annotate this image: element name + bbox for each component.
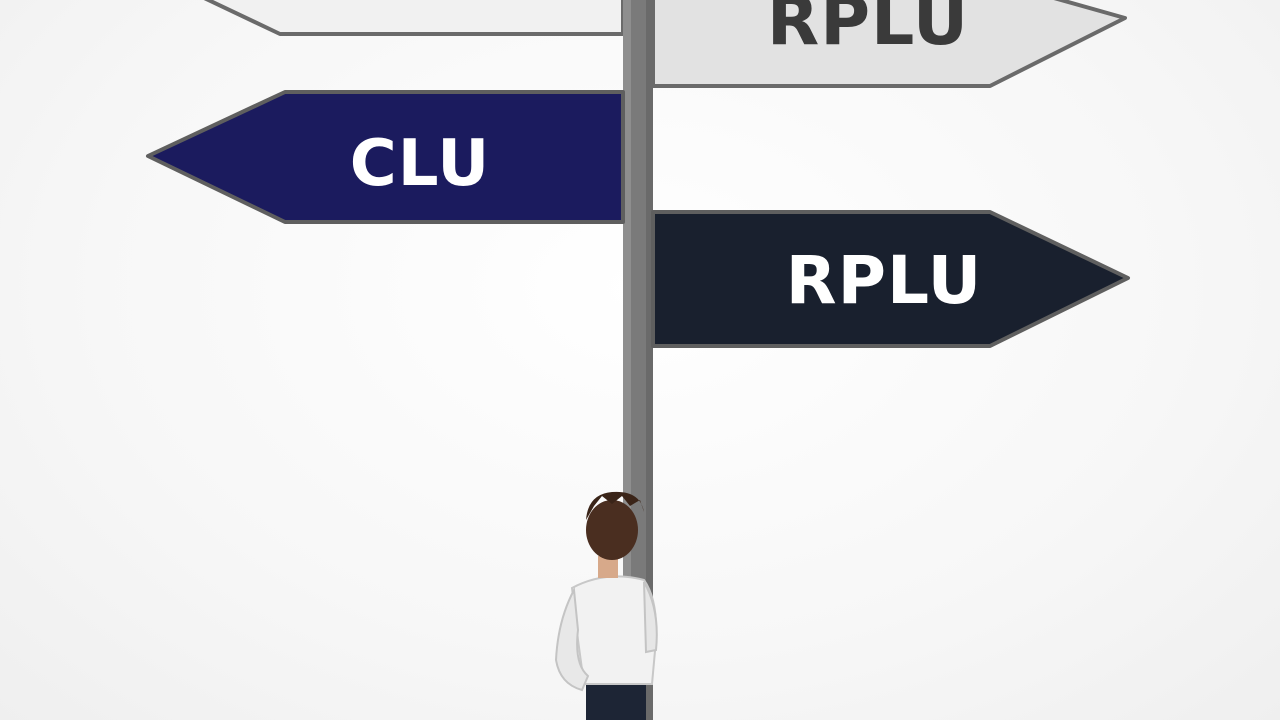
sign-top-right-label: RPLU [767,0,969,61]
sign-middle-left: CLU [146,90,625,224]
sign-bottom-right-label: RPLU [786,242,983,319]
sign-top-left [203,0,625,36]
person-figure [554,491,658,720]
sign-bottom-right: RPLU [651,210,1130,348]
sign-middle-left-label: CLU [350,127,490,201]
sign-top-right: RPLU [651,0,1127,88]
